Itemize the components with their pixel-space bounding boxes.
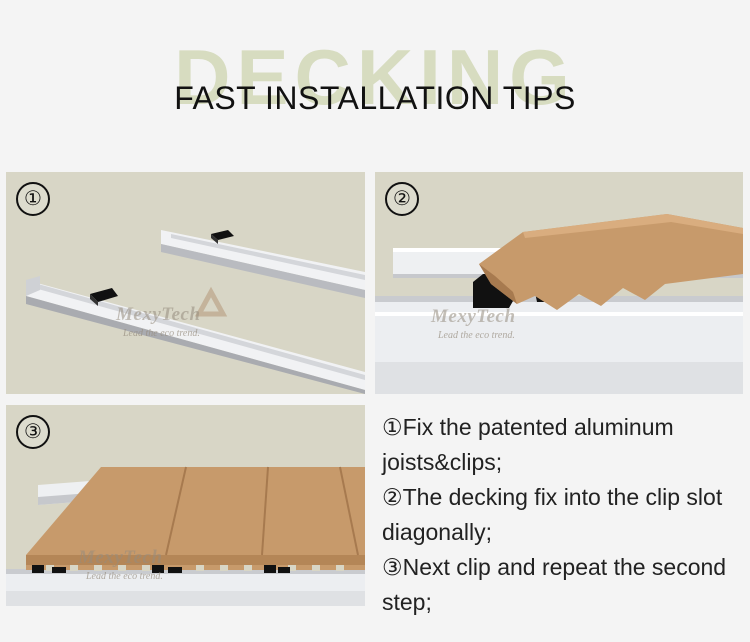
page-title: FAST INSTALLATION TIPS [174,80,576,116]
step-2-badge: ② [385,182,419,216]
step-1-image: ① MexyTech Lead the eco trend. [6,172,365,394]
watermark-logo: MexyTech [431,306,516,327]
background-word: DECKING [174,33,576,121]
step-3-image: ③ MexyTech Lead the eco trend. [6,405,365,606]
watermark-slogan: Lead the eco trend. [86,571,163,582]
step-3-badge: ③ [16,415,50,449]
watermark-slogan: Lead the eco trend. [123,328,200,339]
instruction-step-3: ③Next clip and repeat the second step; [382,554,727,615]
watermark-slogan: Lead the eco trend. [438,330,515,341]
step-2-image: ② MexyTech Lead the eco trend. [375,172,743,394]
watermark-logo: MexyTech [116,304,201,325]
step-1-badge: ① [16,182,50,216]
board-into-clip-illustration [375,214,743,394]
instruction-step-2: ②The decking fix into the clip slot diag… [382,484,723,545]
aluminum-joists-illustration [26,230,365,394]
repeat-step-illustration [6,466,365,606]
instruction-step-1: ①Fix the patented aluminum joists&clips; [382,414,674,475]
watermark-logo: MexyTech [78,547,163,568]
instructions-list: ①Fix the patented aluminum joists&clips;… [382,410,747,620]
